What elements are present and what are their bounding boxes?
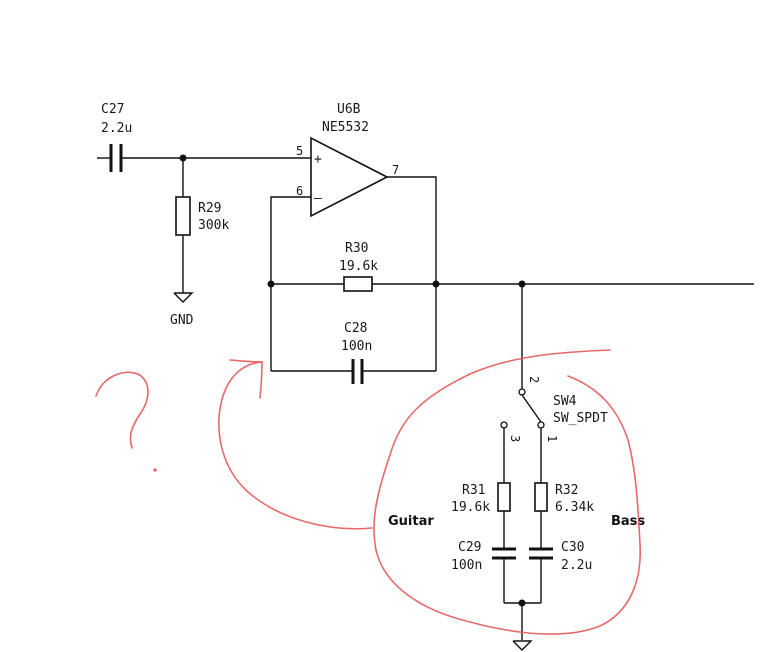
c28-value: 100n [341,339,372,354]
sw4-pin-common: 2 [527,376,541,383]
r32-ref: R32 [555,483,578,498]
ground-symbol: GND [170,292,194,328]
u6b-pin-plus: 5 [296,144,303,158]
opamp-u6b[interactable]: U6B NE5532 5 6 7 + – [296,102,399,218]
r29-value: 300k [198,218,229,233]
u6b-minus-sign: – [314,191,322,206]
resistor-r32[interactable]: R32 6.34k [534,482,594,548]
sw4-pin-b: 1 [545,435,559,442]
c29-value: 100n [451,558,482,573]
junction-fb-left [267,280,275,288]
c27-ref: C27 [101,102,124,117]
capacitor-c27[interactable]: C27 2.2u [97,102,183,172]
annotation-question-stroke [95,371,149,449]
capacitor-c30[interactable]: C30 2.2u [529,540,592,603]
annotation-question-mark: ? [117,497,118,498]
u6b-pin-minus: 6 [296,184,303,198]
c29-ref: C29 [458,540,481,555]
r29-ref: R29 [198,201,221,216]
u6b-pin-out: 7 [392,163,399,177]
r30-value: 19.6k [339,259,378,274]
resistor-r31[interactable]: R31 19.6k [451,482,511,548]
resistor-r30[interactable]: R30 19.6k [339,241,378,292]
annotation-loop-tail [218,361,373,530]
ground-symbol-bottom [512,640,533,651]
wire-output [387,176,437,371]
annotation-question-dot [153,468,157,472]
c28-ref: C28 [344,321,367,336]
r31-value: 19.6k [451,500,490,515]
resistor-r29[interactable]: R29 300k [175,158,229,293]
r32-value: 6.34k [555,500,594,515]
gnd-label: GND [170,313,194,328]
r31-ref: R31 [462,483,485,498]
u6b-plus-sign: + [314,152,322,167]
u6b-value: NE5532 [322,120,369,135]
c30-ref: C30 [561,540,584,555]
c27-value: 2.2u [101,121,132,136]
bass-label: Bass [611,514,645,529]
annotation-arrow-head [229,359,263,399]
sw4-ref: SW4 [553,394,577,409]
junction-fb-right [432,280,440,288]
u6b-ref: U6B [337,102,361,117]
sw4-value: SW_SPDT [553,411,608,426]
capacitor-c29[interactable]: C29 100n [451,540,516,603]
r30-ref: R30 [345,241,368,256]
guitar-label: Guitar [388,514,434,529]
sw4-pin-a: 3 [508,435,522,442]
switch-sw4[interactable]: 2 3 1 SW4 SW_SPDT [500,284,608,483]
capacitor-c28[interactable]: C28 100n [271,321,436,384]
c30-value: 2.2u [561,558,592,573]
wire-inverting-input [270,196,311,371]
annotation-loop [373,349,641,635]
